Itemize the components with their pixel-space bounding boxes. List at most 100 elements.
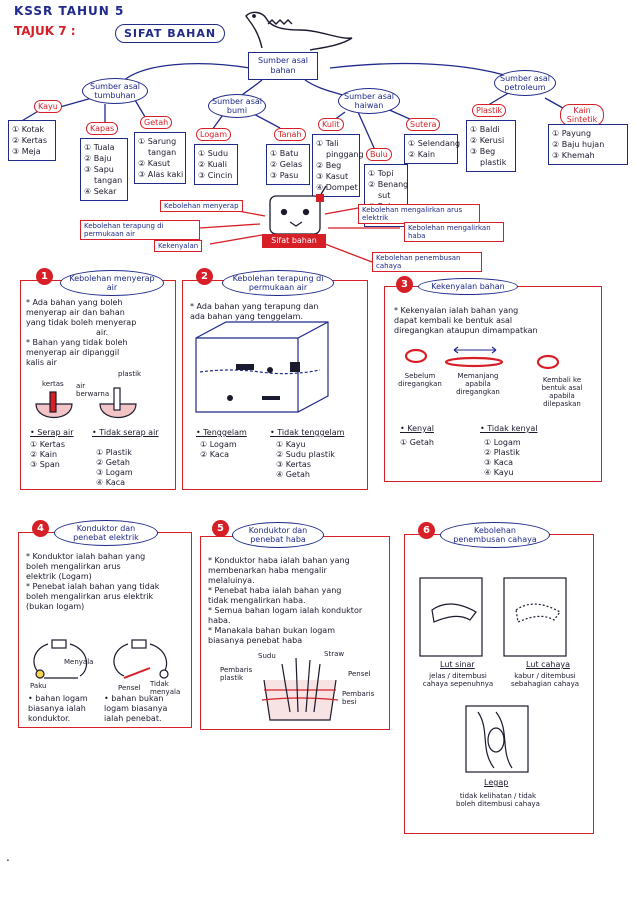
panel-4-text: * Konduktor ialah bahan yang boleh menga… [26,552,159,612]
text-line: • bahan logam [28,694,88,703]
list-item: ③ Beg [470,147,496,156]
text-line: menyerap air dipanggil [26,348,120,357]
list-item: tangan [148,148,177,157]
label-kembali: Kembali ke bentuk asal apabila dilepaska… [541,376,583,408]
label-memanjang: Memanjang apabila diregangkan [456,372,500,396]
list-item: sut [378,191,391,200]
list-item: ① Logam [484,438,521,447]
text-line: • bahan bukan [104,694,164,703]
text-line: biasanya penebat haba [208,636,303,645]
panel-5-text: * Konduktor haba ialah bahan yang memben… [208,556,362,646]
items-plastik: ① Baldi ② Kerusi ③ Beg plastik [466,120,516,172]
list-item: ② Beg [316,161,342,170]
tidak-kenyal-heading: • Tidak kenyal [480,424,538,433]
text-line: yang tidak boleh menyerap [26,318,137,327]
text-line: konduktor. [28,714,71,723]
text-line: * Penebat ialah bahan yang tidak [26,582,160,591]
kenyal-list: ① Getah [400,438,434,448]
legap-heading: Legap [484,778,509,787]
text-line: * Bahan yang tidak boleh [26,338,128,347]
items-kapas: ① Tuala ② Baju ③ Sapu tangan ④ Sekar [80,138,128,201]
text-line: * Ada bahan yang terapung dan [190,302,319,311]
items-kayu: ① Kotak ② Kertas ③ Meja [8,120,56,161]
serap-list: ① Kertas ② Kain ③ Span [30,440,65,470]
list-item: ① Sudu [198,149,229,158]
list-item: ① Plastik [96,448,132,457]
kenyal-heading: • Kenyal [400,424,434,433]
list-item: ② Plastik [484,448,520,457]
label-menyala: Menyala [64,658,94,666]
list-item: ③ Kasut [316,172,349,181]
list-item: ② Benang [368,180,409,189]
label-pembaris-besi: Pembaris besi [342,690,375,706]
text-line: dapat kembali ke bentuk asal [394,316,513,325]
list-item: ① Getah [400,438,434,447]
label-tidak-menyala: Tidak menyala [150,680,181,696]
category-kulit: Kulit [318,118,344,131]
items-logam: ① Sudu ② Kuali ③ Cincin [194,144,238,185]
serap-heading: • Serap air [30,428,74,437]
panel-number: 3 [396,276,413,293]
list-item: ① Batu [270,149,299,158]
text-line: boleh mengalirkan arus [26,562,121,571]
list-item: ③ Meja [12,147,41,156]
page-title: SIFAT BAHAN [115,24,226,43]
category-kayu: Kayu [34,100,62,113]
list-item: tangan [94,176,123,185]
lut-sinar-desc: jelas / ditembusi cahaya sepenuhnya [422,672,494,688]
list-item: ② Kaca [200,450,230,459]
list-item: ③ Kertas [276,460,311,469]
label-kertas: kertas [42,380,64,388]
text-line: haba. [208,616,231,625]
list-item: ② Kain [408,150,436,159]
source-root: Sumber asal bahan [248,52,318,80]
list-item: ② Baju hujan [552,140,605,149]
text-line: kalis air [26,358,57,367]
panel-title: Kebolehan terapung di permukaan air [222,270,334,296]
list-item: ④ Getah [276,470,310,479]
text-line: ada bahan yang tenggelam. [190,312,303,321]
text-line: boleh mengalirkan arus elektrik [26,592,154,601]
list-item: ② Gelas [270,160,303,169]
text-line: ialah penebat. [104,714,162,723]
prop-haba: Kebolehan mengalirkan haba [404,222,504,242]
list-item: ③ Logam [96,468,133,477]
panel-title: Konduktor dan penebat elektrik [54,520,158,546]
text-line: logam biasanya [104,704,168,713]
list-item: ② Getah [96,458,130,467]
text-line: * Kekenyalan ialah bahan yang [394,306,519,315]
list-item: ② Kuali [198,160,227,169]
label-pensel: Pensel [118,684,141,692]
panel-number: 2 [196,268,213,285]
center-label: Sifat bahan [262,234,326,248]
list-item: ③ Alas kaki [138,170,184,179]
text-line: * Manakala bahan bukan logam [208,626,335,635]
lut-cahaya-heading: Lut cahaya [526,660,570,669]
panel-1-text: * Ada bahan yang boleh menyerap air dan … [26,298,136,368]
text-line: * Konduktor haba ialah bahan yang [208,556,350,565]
label-air-berwarna: air berwarna [76,382,110,398]
text-line: (bukan logam) [26,602,85,611]
label-plastik: plastik [118,370,142,378]
tenggelam-list: ① Logam ② Kaca [200,440,237,460]
category-logam: Logam [196,128,231,141]
text-line: tidak mengalirkan haba. [208,596,306,605]
panel-title: Konduktor dan penebat haba [232,522,324,548]
list-item: ① Baldi [470,125,500,134]
text-line: * Penebat haba ialah bahan yang [208,586,342,595]
panel-number: 5 [212,520,229,537]
label-sebelum: Sebelum diregangkan [398,372,442,388]
footer-mark: . [6,850,10,864]
panel-title: Kekenyalan bahan [418,278,518,295]
tidak-tenggelam-list: ① Kayu ② Sudu plastik ③ Kertas ④ Getah [276,440,335,480]
list-item: ② Kerusi [470,136,505,145]
header-line1: KSSR TAHUN 5 [14,4,125,18]
text-line: diregangkan ataupun dimampatkan [394,326,538,335]
panel-2-text: * Ada bahan yang terapung dan ada bahan … [190,302,318,322]
category-tanah: Tanah [274,128,306,141]
panel-number: 6 [418,522,435,539]
list-item: ③ Cincin [198,171,233,180]
